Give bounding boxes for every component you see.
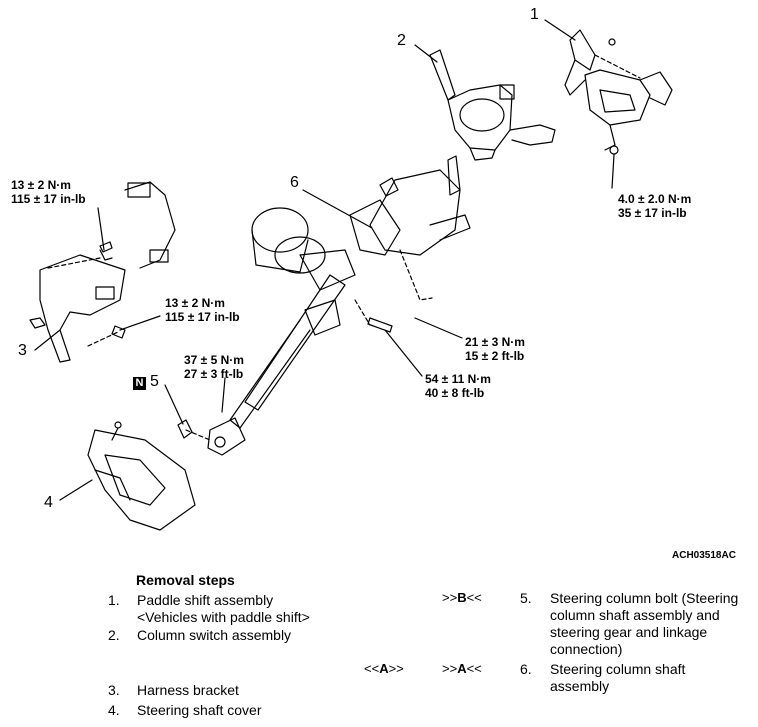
torque-value: 54 ± 11 N·m [425, 372, 491, 386]
callout-3: 3 [18, 342, 27, 359]
ref-letter: A [379, 661, 389, 676]
step-line: assembly [550, 678, 610, 694]
torque-harness-upper: 13 ± 2 N·m 115 ± 17 in-lb [11, 178, 86, 206]
step-line: Steering column bolt (Steering [550, 590, 739, 606]
step-line: Steering column shaft [550, 661, 686, 677]
step-6-text: Steering column shaft assembly [550, 661, 685, 695]
step-3-number: 3. [108, 682, 120, 698]
exploded-diagram [29, 19, 673, 531]
step-5-ref: >>B<< [442, 590, 482, 605]
torque-value: 13 ± 2 N·m [11, 178, 71, 192]
torque-value-imperial: 27 ± 3 ft-lb [184, 367, 244, 381]
torque-value-imperial: 115 ± 17 in-lb [165, 310, 240, 324]
step-4-number: 4. [108, 702, 120, 718]
n-badge: N [133, 377, 146, 390]
torque-column-bolt: 37 ± 5 N·m 27 ± 3 ft-lb [184, 353, 244, 381]
step-5-number: 5. [520, 590, 532, 606]
torque-value-imperial: 40 ± 8 ft-lb [425, 386, 485, 400]
figure-code: ACH03518AC [672, 550, 736, 561]
removal-title: Removal steps [136, 572, 235, 588]
torque-value: 21 ± 3 N·m [465, 335, 525, 349]
torque-harness-lower: 13 ± 2 N·m 115 ± 17 in-lb [165, 296, 240, 324]
torque-value-imperial: 115 ± 17 in-lb [11, 192, 86, 206]
steering-shaft-cover [87, 421, 196, 531]
callout-1: 1 [530, 6, 539, 23]
step-4-text: Steering shaft cover [137, 702, 262, 718]
ref-letter: B [457, 590, 467, 605]
step-1-number: 1. [108, 592, 120, 608]
removal-steps: Removal steps 1. Paddle shift assembly <… [0, 565, 758, 727]
torque-column-mount: 21 ± 3 N·m 15 ± 2 ft-lb [465, 335, 525, 363]
column-switch-assembly [429, 49, 556, 161]
callout-5-number: 5 [150, 373, 159, 390]
torque-value: 37 ± 5 N·m [184, 353, 244, 367]
ref-letter: A [457, 661, 467, 676]
callout-4: 4 [44, 494, 53, 511]
paddle-shift-assembly [564, 29, 673, 155]
torque-column-bracket: 54 ± 11 N·m 40 ± 8 ft-lb [425, 372, 491, 400]
step-line: steering gear and linkage [550, 624, 708, 640]
step-3-text: Harness bracket [137, 682, 239, 698]
torque-value: 4.0 ± 2.0 N·m [618, 192, 692, 206]
step-2-number: 2. [108, 627, 120, 643]
step-line: Paddle shift assembly [137, 592, 274, 608]
step-line: column shaft assembly and [550, 607, 720, 623]
steering-column-shaft-assembly [207, 155, 471, 456]
callout-2: 2 [397, 32, 406, 49]
torque-value: 13 ± 2 N·m [165, 296, 225, 310]
step-5-text: Steering column bolt (Steering column sh… [550, 590, 738, 658]
step-6-ref-removal: >>A<< [442, 661, 482, 676]
step-line: <Vehicles with paddle shift> [137, 609, 310, 625]
harness-bracket [29, 181, 176, 363]
step-2-text: Column switch assembly [137, 627, 292, 643]
step-line: connection) [550, 641, 623, 657]
torque-value-imperial: 35 ± 17 in-lb [618, 206, 687, 220]
step-6-ref-install: <<A>> [364, 661, 404, 676]
callout-6: 6 [290, 174, 299, 191]
torque-paddle-shift: 4.0 ± 2.0 N·m 35 ± 17 in-lb [618, 192, 691, 220]
step-6-number: 6. [520, 661, 532, 677]
step-1-text: Paddle shift assembly <Vehicles with pad… [137, 592, 310, 626]
torque-value-imperial: 15 ± 2 ft-lb [465, 349, 525, 363]
